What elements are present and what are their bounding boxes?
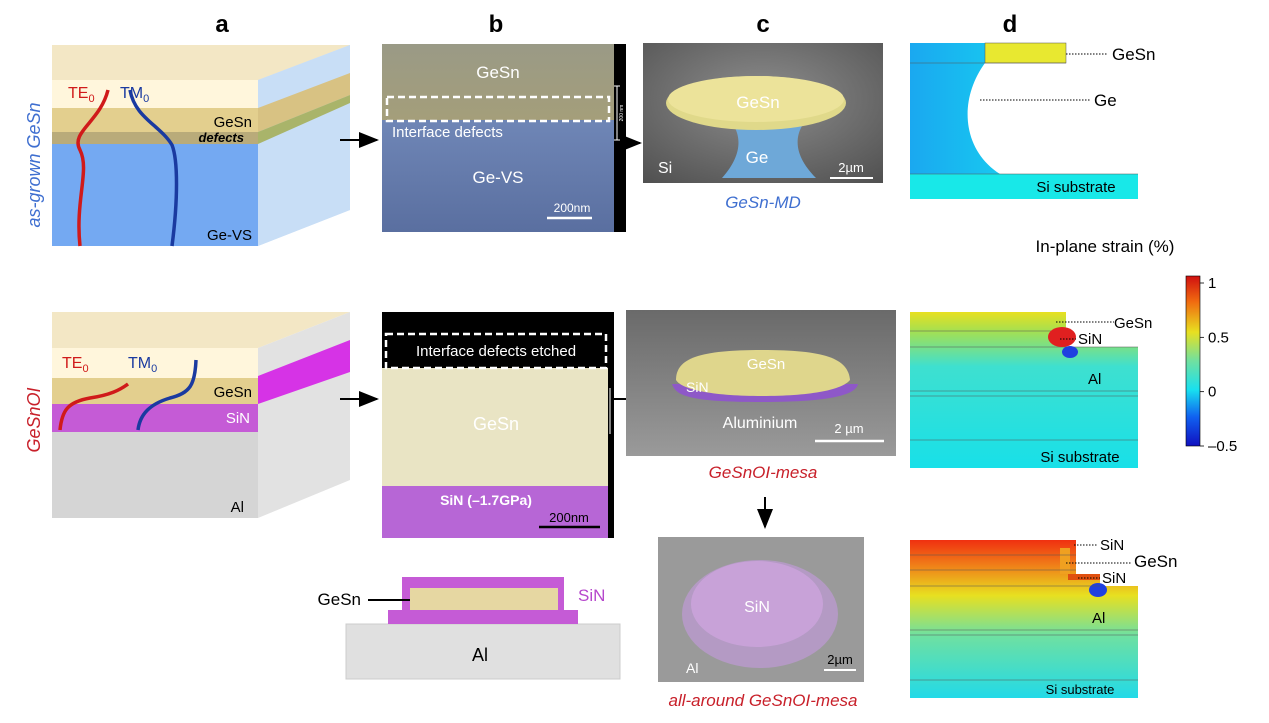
panel-letter-c: c (756, 11, 769, 38)
colorbar-tick-label: 0 (1208, 384, 1216, 401)
label-gesn-b-top: GeSn (476, 63, 519, 82)
scale-c-bot: 2µm (827, 652, 853, 667)
colorbar-tick-label: 1 (1208, 275, 1216, 292)
sim-d-bot (910, 540, 1138, 698)
label-substrate-d-bot: Si substrate (1046, 682, 1115, 697)
cross-section-diagram (345, 577, 621, 680)
label-sin-cross: SiN (578, 586, 605, 605)
panel-letter-a: a (215, 11, 229, 38)
panel-a-bottom-block (52, 312, 350, 518)
side-scale-b-bottom: 100 nm (614, 404, 620, 421)
label-substrate-d-top: Si substrate (1036, 179, 1115, 196)
label-al-cross: Al (472, 645, 488, 665)
sem-c-bot (658, 537, 864, 682)
label-gesn-a-bottom: GeSn (214, 384, 252, 401)
label-al-c-bot: Al (686, 660, 698, 676)
label-gesn-d-mid: GeSn (1114, 315, 1152, 332)
label-al-a-bottom: Al (231, 499, 244, 516)
label-gevs-b: Ge-VS (472, 168, 523, 187)
label-gesn-c-top: GeSn (736, 93, 779, 112)
panel-letter-b: b (489, 11, 504, 38)
label-tm-bottom: TM0 (128, 355, 157, 375)
label-gesn-d-bot: GeSn (1134, 552, 1177, 571)
label-gesn-b-bottom: GeSn (473, 414, 519, 434)
sim-d-mid (910, 312, 1138, 468)
label-gesn-cross: GeSn (318, 590, 361, 609)
sim-d-top (910, 42, 1138, 199)
caption-gesn-md: GeSn-MD (725, 193, 801, 212)
label-gevs-a: Ge-VS (207, 227, 252, 244)
label-ge-d-top: Ge (1094, 91, 1117, 110)
label-sin-c-bot: SiN (744, 599, 770, 616)
side-scale-b-top: 200 nm (619, 105, 625, 122)
label-gesn-d-top: GeSn (1112, 45, 1155, 64)
label-al-d-bot: Al (1092, 610, 1105, 627)
label-gesn-a-top: GeSn (214, 114, 252, 131)
row-label-bottom: GeSnOI (24, 387, 44, 452)
label-tm-top: TM0 (120, 85, 149, 105)
label-defects: defects (198, 130, 244, 145)
colorbar: 1 0.5 0 –0.5 (1185, 275, 1237, 455)
label-sin-a-bottom: SiN (226, 410, 250, 427)
label-te-top: TE0 (68, 85, 95, 105)
caption-gesnoi-mesa: GeSnOI-mesa (709, 463, 818, 482)
row-label-top: as-grown GeSn (24, 102, 44, 227)
colorbar-tick-label: 0.5 (1208, 329, 1229, 346)
sem-c-top (643, 43, 883, 183)
label-ge-c-top: Ge (746, 148, 769, 167)
sem-c-mid (626, 310, 896, 456)
label-te-bottom: TE0 (62, 355, 89, 375)
label-sin-bot-d-bot: SiN (1102, 570, 1126, 587)
label-si-c-top: Si (658, 160, 672, 177)
colorbar-title: In-plane strain (%) (1036, 237, 1175, 256)
label-sin-d-mid: SiN (1078, 331, 1102, 348)
panel-a-top-block (52, 45, 350, 247)
sem-b-top (382, 44, 626, 232)
label-sin-stress: SiN (–1.7GPa) (440, 492, 532, 508)
label-aluminium: Aluminium (723, 415, 798, 432)
scale-b-bottom: 200nm (549, 510, 589, 525)
caption-all-around: all-around GeSnOI-mesa (669, 691, 858, 710)
label-interface-etched: Interface defects etched (416, 343, 576, 360)
scale-b-top: 200nm (554, 201, 591, 215)
label-sin-c-mid: SiN (686, 379, 709, 395)
scale-c-mid: 2 µm (834, 421, 863, 436)
colorbar-tick-label: –0.5 (1208, 438, 1237, 455)
panel-letter-d: d (1003, 11, 1018, 38)
label-gesn-c-mid: GeSn (747, 356, 785, 373)
label-interface-defects: Interface defects (392, 124, 503, 141)
sem-b-bottom (382, 312, 614, 538)
label-substrate-d-mid: Si substrate (1040, 449, 1119, 466)
scale-c-top: 2µm (838, 160, 864, 175)
label-sin-top-d-bot: SiN (1100, 537, 1124, 554)
label-al-d-mid: Al (1088, 371, 1101, 388)
